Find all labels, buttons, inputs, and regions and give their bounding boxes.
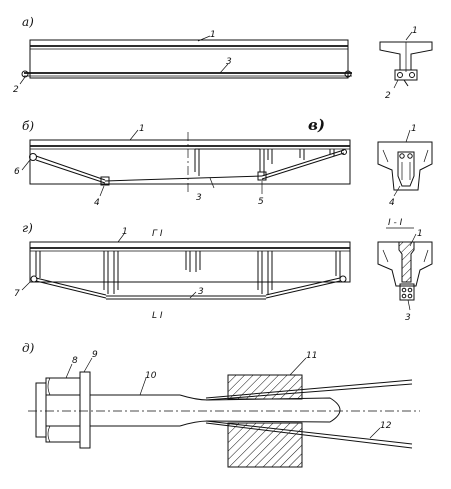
callout-1-section-a: 1 bbox=[412, 26, 418, 36]
callout-3-g: 3 bbox=[198, 287, 204, 297]
callout-9: 9 bbox=[92, 350, 98, 360]
callout-1-b: 1 bbox=[139, 124, 145, 134]
view-a-cross-section: 1 2 bbox=[379, 26, 433, 101]
section-title-i-i: I - I bbox=[388, 218, 403, 228]
callout-7-g: 7 bbox=[14, 289, 20, 299]
label-section-g: г) bbox=[22, 221, 33, 235]
view-d-anchorage: д) 8 9 10 11 12 bbox=[22, 341, 420, 468]
view-g-beam: г) 1 3 7 Г I L I bbox=[14, 221, 351, 321]
section-mark-bottom: L I bbox=[152, 311, 163, 321]
label-section-d: д) bbox=[22, 341, 35, 355]
callout-1-section-b: 1 bbox=[411, 124, 417, 134]
callout-3-b: 3 bbox=[196, 193, 202, 203]
callout-10: 10 bbox=[145, 371, 157, 381]
label-section-b: б) bbox=[22, 119, 34, 133]
callout-3-section-g: 3 bbox=[405, 313, 411, 323]
view-b-beam: б) в) 1 3 4 5 6 bbox=[14, 116, 351, 208]
callout-2-section-a: 2 bbox=[385, 91, 391, 101]
callout-8: 8 bbox=[72, 356, 78, 366]
callout-6-b: 6 bbox=[14, 167, 20, 177]
view-g-cross-section: I - I 1 3 bbox=[377, 218, 433, 323]
callout-5-b: 5 bbox=[258, 197, 264, 207]
callout-1-section-g: 1 bbox=[417, 229, 423, 239]
callout-12: 12 bbox=[380, 421, 392, 431]
callout-11: 11 bbox=[306, 351, 317, 361]
callout-4-b: 4 bbox=[94, 198, 100, 208]
view-b-cross-section: 1 4 bbox=[377, 124, 433, 208]
callout-2: 2 bbox=[13, 85, 19, 95]
label-section-a: а) bbox=[22, 15, 34, 29]
callout-4-section-b: 4 bbox=[389, 198, 395, 208]
label-section-v: в) bbox=[308, 116, 325, 134]
callout-1: 1 bbox=[210, 30, 216, 40]
section-mark-top: Г I bbox=[152, 229, 163, 239]
callout-3: 3 bbox=[226, 57, 232, 67]
view-a-beam: а) 1 3 2 bbox=[13, 15, 352, 95]
callout-1-g: 1 bbox=[122, 227, 128, 237]
